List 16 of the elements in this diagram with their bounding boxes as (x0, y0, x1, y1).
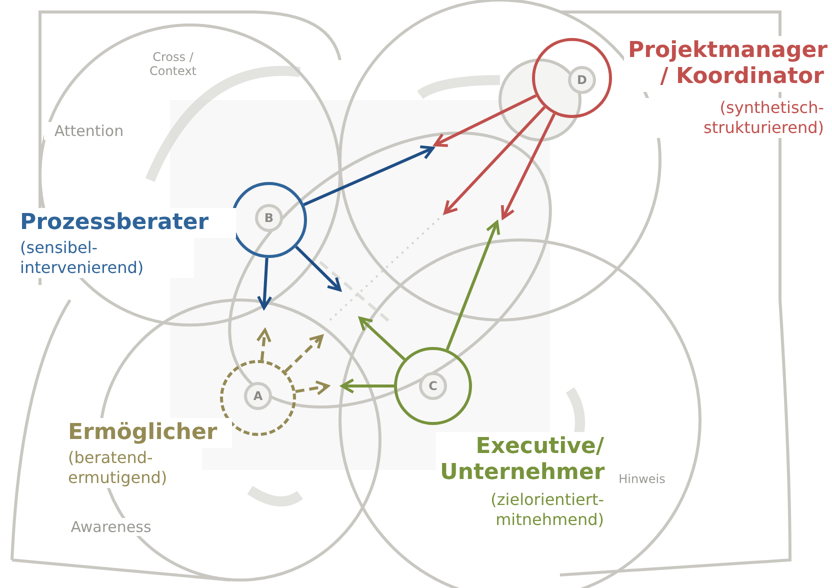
role-ring (532, 38, 612, 118)
arrow (295, 380, 330, 396)
role-ring (394, 347, 472, 425)
arrow (446, 220, 500, 350)
arrow (358, 316, 406, 361)
arrow (501, 113, 556, 220)
arrow (340, 378, 394, 394)
arrow (284, 334, 324, 373)
arrow (257, 258, 272, 310)
arrow (434, 94, 537, 148)
arrow (295, 246, 342, 292)
arrow (303, 145, 434, 206)
role-title: Projektmanager / Koordinator (624, 36, 828, 92)
node-letter: D (568, 66, 596, 94)
arrow (444, 106, 546, 214)
arrow (256, 328, 272, 360)
